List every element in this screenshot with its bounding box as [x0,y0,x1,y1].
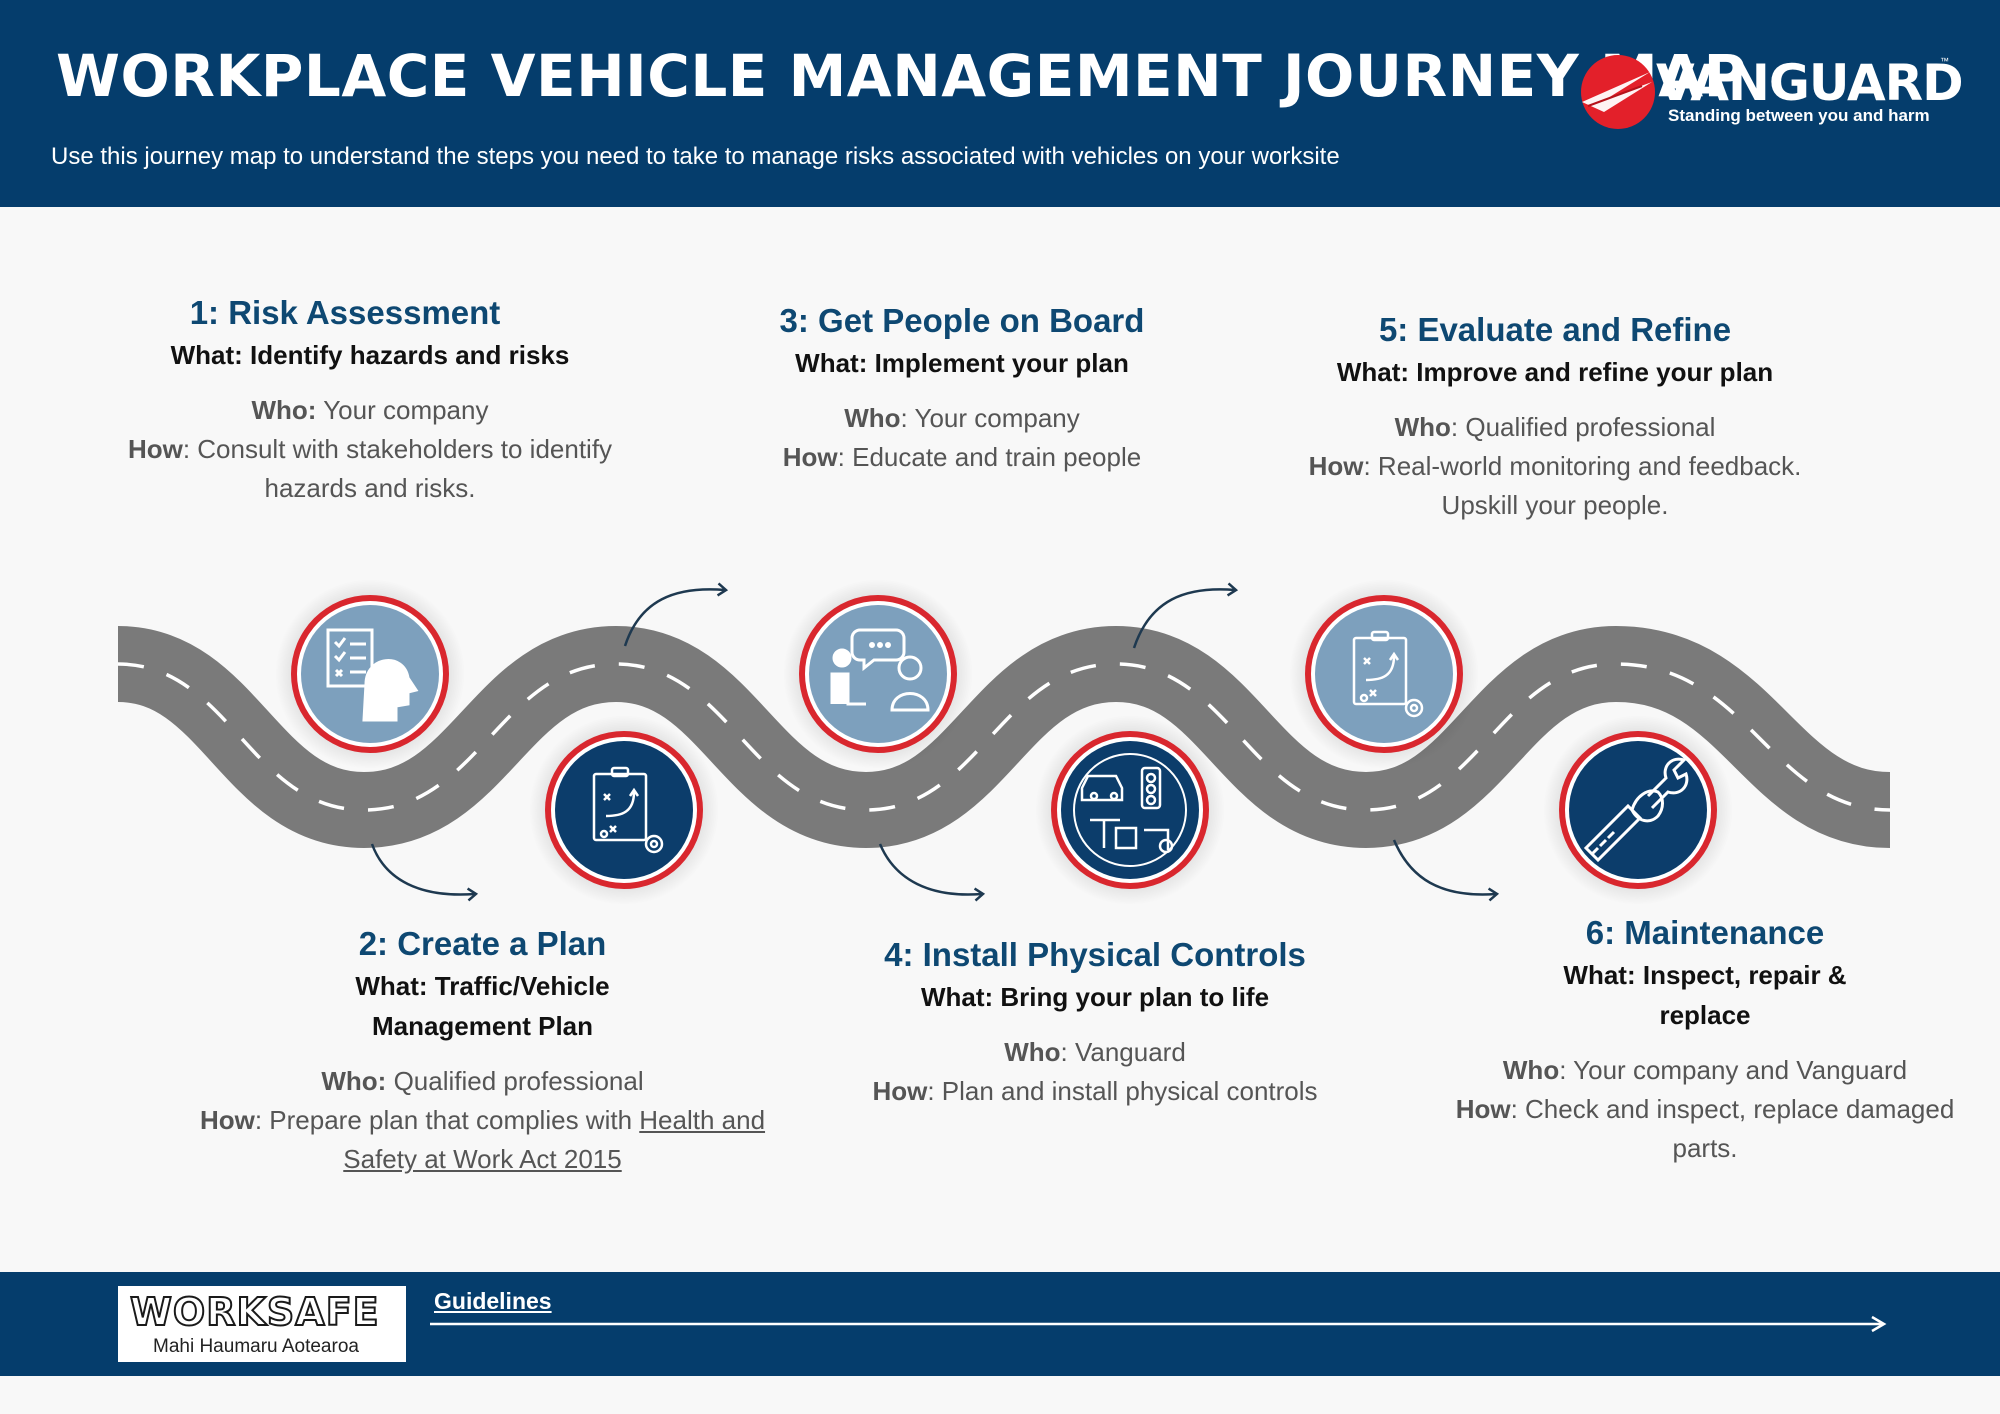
brand-trademark: ™ [1940,56,1949,66]
worksafe-logo-word: WORKSAFE [129,1289,380,1335]
step-6-what: What: Inspect, repair & replace [1563,960,1847,1030]
step-4: 4: Install Physical Controls What: Bring… [810,935,1380,1111]
step-2: 2: Create a Plan What: Traffic/Vehicle M… [190,924,775,1179]
step-3: 3: Get People on Board What: Implement y… [682,301,1242,477]
page-title: WORKPLACE VEHICLE MANAGEMENT JOURNEY MAP [56,42,1747,110]
arrow-up-1 [623,582,729,647]
guidelines-arrow-icon [430,1315,1887,1333]
step2-icon [529,715,719,905]
traffic-controls-icon [1073,753,1187,867]
wrench-hand-icon [1583,757,1689,863]
step6-icon [1543,715,1733,905]
step-1-what: What: Identify hazards and risks [170,340,570,370]
vanguard-logo-icon [1581,55,1655,129]
arrow-down-1 [370,843,479,902]
step-5-desc: Who: Qualified professional How: Real-wo… [1308,412,1802,520]
head-checklist-icon [326,628,419,722]
step-4-title: 4: Install Physical Controls [884,936,1306,973]
arrow-down-3 [1392,839,1500,902]
brand-tagline: Standing between you and harm [1668,106,1930,125]
health-safety-act-link[interactable]: Health and Safety at Work Act 2015 [343,1105,766,1174]
worksafe-logo[interactable] [118,1286,406,1362]
step4-icon [1035,715,1225,905]
step5-icon [1289,579,1479,769]
brand-name: VANGUARD [1656,54,1964,112]
header-banner [0,0,2000,207]
step3-icon [783,579,973,769]
step-1: 1: Risk Assessment What: Identify hazard… [90,293,650,508]
step-1-desc: Who: Your company How: Consult with stak… [127,395,613,503]
step-2-what: What: Traffic/Vehicle Management Plan [355,971,610,1041]
page-subtitle: Use this journey map to understand the s… [51,143,1340,170]
step-6-desc: Who: Your company and Vanguard How: Chec… [1455,1055,1955,1163]
bottom-strip [0,1376,2000,1414]
step-5: 5: Evaluate and Refine What: Improve and… [1270,310,1840,525]
step-3-title: 3: Get People on Board [779,302,1145,339]
step-6: 6: Maintenance What: Inspect, repair & r… [1440,913,1970,1168]
step-1-title: 1: Risk Assessment [189,294,501,331]
step1-icon [275,579,465,769]
step-2-desc: Who: Qualified professional How: Prepare… [199,1066,766,1174]
step-4-desc: Who: Vanguard How: Plan and install phys… [872,1037,1318,1106]
step-5-what: What: Improve and refine your plan [1336,357,1774,387]
clipboard-plan-icon [1352,630,1424,718]
arrow-down-2 [878,843,986,902]
step-4-what: What: Bring your plan to life [920,982,1270,1012]
step-2-title: 2: Create a Plan [358,925,607,962]
step-3-desc: Who: Your company How: Educate and train… [782,403,1142,472]
people-talking-icon [830,628,930,712]
road-lane-markings [117,662,1891,812]
clipboard-plan-icon [592,766,664,854]
step-5-title: 5: Evaluate and Refine [1378,311,1732,348]
step-6-title: 6: Maintenance [1585,914,1825,951]
arrow-up-2 [1132,582,1239,649]
guidelines-link[interactable]: Guidelines [434,1288,552,1314]
worksafe-logo-sub: Mahi Haumaru Aotearoa [153,1336,359,1357]
step-3-what: What: Implement your plan [795,348,1129,378]
